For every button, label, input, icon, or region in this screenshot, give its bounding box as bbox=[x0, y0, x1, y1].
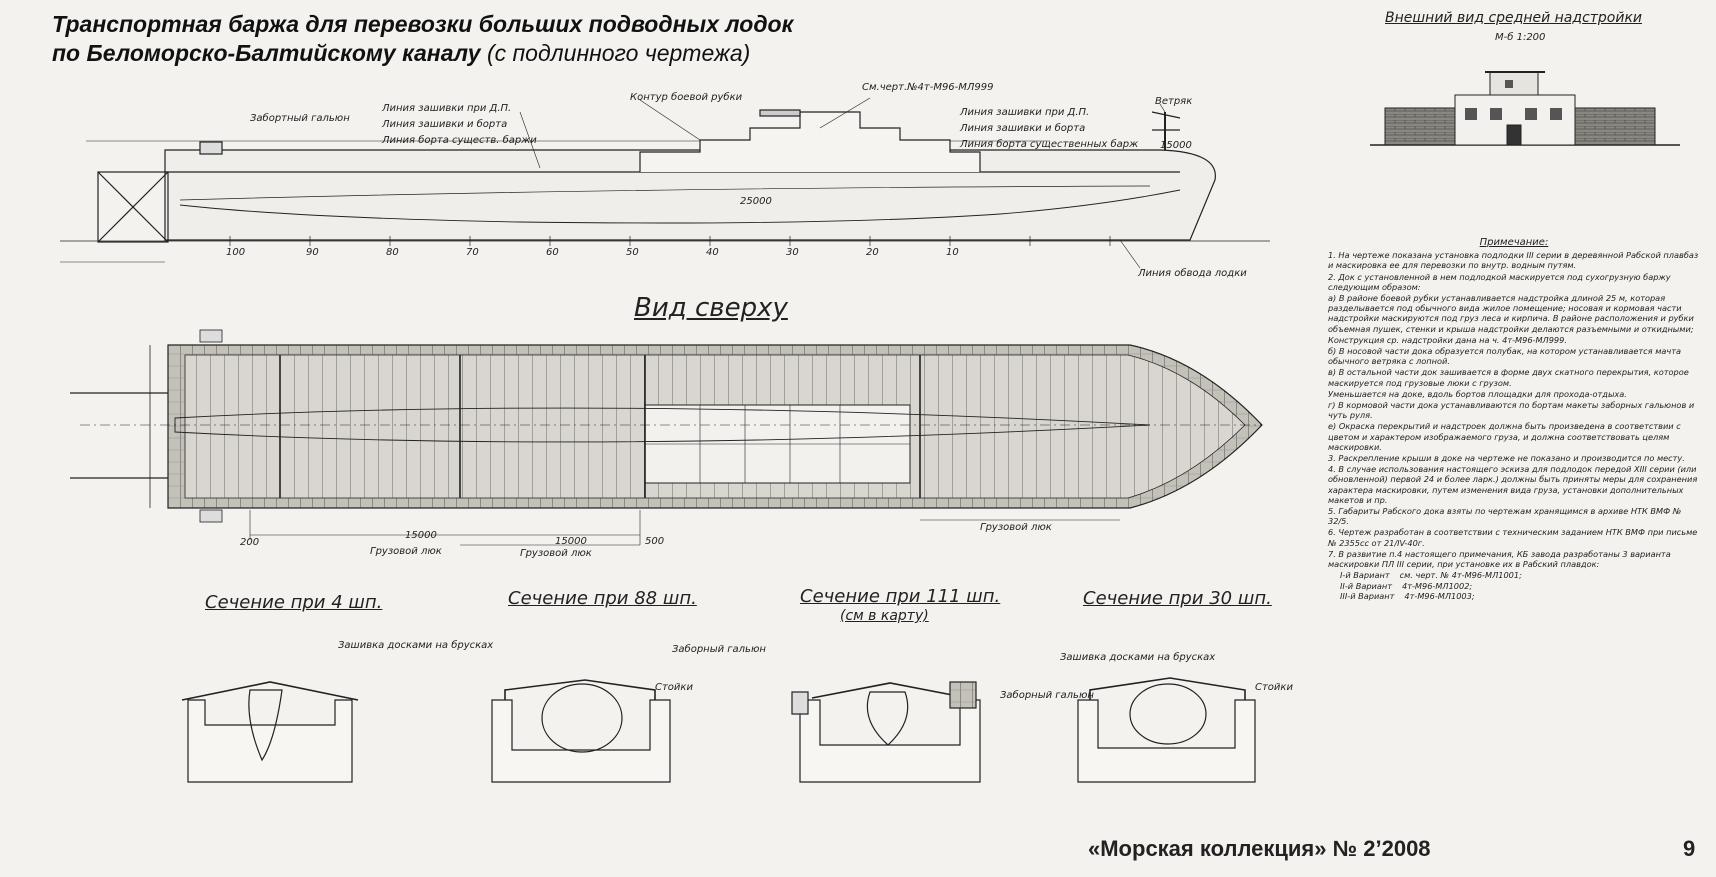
note-item: 4. В случае использования настоящего эск… bbox=[1328, 464, 1698, 505]
frame-number: 90 bbox=[306, 247, 319, 258]
section-111-title: Сечение при 111 шп. bbox=[800, 586, 1001, 607]
label-line-a2: Линия зашивки при Д.П. bbox=[960, 107, 1090, 118]
section-88-label: Заборный гальюн bbox=[672, 644, 766, 655]
frame-number: 50 bbox=[626, 247, 639, 258]
label-dim-1: 15000 bbox=[405, 530, 437, 541]
notes-heading: Примечание: bbox=[1479, 237, 1549, 248]
dim-25000: 25000 bbox=[740, 196, 772, 207]
note-item: Конструкция ср. надстройки дана на ч. 4т… bbox=[1328, 334, 1567, 345]
frame-number: 80 bbox=[386, 247, 399, 258]
frame-number: 70 bbox=[466, 247, 479, 258]
label-zabortny-galyun: Забортный гальюн bbox=[250, 113, 350, 124]
elevation-scale: М-б 1:200 bbox=[1495, 32, 1546, 43]
section-111-label: Заборный гальюн bbox=[1000, 690, 1094, 701]
frame-number: 40 bbox=[706, 247, 719, 258]
note-item: а) В районе боевой рубки устанавливается… bbox=[1328, 293, 1694, 334]
title-line-2: по Беломорско-Балтийскому каналу (с подл… bbox=[52, 39, 793, 68]
label-cargo-hold-3: Грузовой люк bbox=[980, 522, 1052, 533]
section-111-subtitle: (см в карту) bbox=[840, 608, 929, 624]
note-item: г) В кормовой части дока устанавливаются… bbox=[1328, 400, 1695, 421]
title-line-1: Транспортная баржа для перевозки больших… bbox=[52, 11, 794, 37]
label-line-a: Линия зашивки при Д.П. bbox=[382, 103, 512, 114]
side-view bbox=[60, 97, 1270, 269]
top-view bbox=[70, 329, 1263, 546]
note-item: 1. На чертеже показана установка подлодк… bbox=[1328, 250, 1699, 271]
note-item: б) В носовой части дока образуется полуб… bbox=[1328, 346, 1682, 367]
label-deflector: Ветряк bbox=[1155, 96, 1193, 107]
variant-row: III-й Вариант 4т-М96-МЛ1003; bbox=[1340, 591, 1700, 601]
variant-row: II-й Вариант 4т-М96-МЛ1002; bbox=[1340, 581, 1700, 591]
section-4 bbox=[181, 681, 359, 783]
note-item: 5. Габариты Рабского дока взяты по черте… bbox=[1328, 506, 1682, 527]
label-line-b2: Линия зашивки и борта bbox=[960, 123, 1086, 134]
section-88-title: Сечение при 88 шп. bbox=[508, 588, 697, 609]
top-view-title: Вид сверху bbox=[634, 293, 788, 323]
variant-name: II-й Вариант bbox=[1340, 580, 1392, 591]
variant-name: III-й Вариант bbox=[1340, 590, 1395, 601]
label-cargo-hold-1: Грузовой люк bbox=[370, 546, 442, 557]
label-drawing-ref: См.черт.№4т-М96-МЛ999 bbox=[862, 82, 994, 93]
frame-number: 100 bbox=[226, 247, 246, 258]
section-30-title: Сечение при 30 шп. bbox=[1083, 588, 1272, 609]
variant-name: I-й Вариант bbox=[1340, 570, 1390, 581]
frame-number: 10 bbox=[946, 247, 959, 258]
note-item: е) Окраска перекрытий и надстроек должна… bbox=[1328, 421, 1681, 452]
section-30 bbox=[1077, 677, 1256, 783]
section-30-label: Зашивка досками на брусках bbox=[1060, 652, 1216, 663]
variant-ref: 4т-М96-МЛ1002; bbox=[1402, 580, 1473, 591]
label-cargo-hold-2: Грузовой люк bbox=[520, 548, 592, 559]
label-line-b: Линия зашивки и борта bbox=[382, 119, 508, 130]
variant-ref: 4т-М96-МЛ1003; bbox=[1404, 590, 1475, 601]
frame-number: 20 bbox=[866, 247, 879, 258]
publication-footer: «Морская коллекция» № 2’2008 bbox=[1088, 836, 1431, 861]
title-line-2-sub: (с подлинного чертежа) bbox=[486, 40, 751, 66]
section-30-label-2: Стойки bbox=[1255, 682, 1293, 693]
label-dim-2: 15000 bbox=[555, 536, 587, 547]
frame-number: 30 bbox=[786, 247, 799, 258]
title-line-2-main: по Беломорско-Балтийскому каналу bbox=[52, 40, 481, 66]
notes-block: Примечание: 1. На чертеже показана устан… bbox=[1328, 237, 1700, 601]
section-4-label: Зашивка досками на брусках bbox=[338, 640, 494, 651]
note-item: Уменьшается на доке, вдоль бортов площад… bbox=[1328, 388, 1627, 399]
label-line-c: Линия борта существ. баржи bbox=[382, 135, 537, 146]
section-111 bbox=[791, 681, 981, 783]
label-bottom-line: Линия обвода лодки bbox=[1138, 268, 1247, 279]
section-88-label-2: Стойки bbox=[655, 682, 693, 693]
label-contour: Контур боевой рубки bbox=[630, 92, 743, 103]
page-title: Транспортная баржа для перевозки больших… bbox=[52, 10, 793, 68]
label-line-c2: Линия борта существенных барж bbox=[960, 139, 1139, 150]
superstructure-elevation bbox=[1370, 71, 1680, 146]
note-item: 2. Док с установленной в нем подлодкой м… bbox=[1328, 271, 1671, 292]
label-mid-dim: 500 bbox=[645, 536, 665, 547]
section-88 bbox=[491, 679, 671, 783]
note-item: 3. Раскрепление крыши в доке на чертеже … bbox=[1328, 453, 1685, 464]
variant-ref: см. черт. № 4т-М96-МЛ1001; bbox=[1399, 570, 1522, 581]
note-item: в) В остальной части док зашивается в фо… bbox=[1328, 367, 1689, 388]
note-item: 7. В развитие п.4 настоящего примечания,… bbox=[1328, 548, 1671, 570]
note-item: 6. Чертеж разработан в соответствии с те… bbox=[1328, 527, 1698, 548]
label-left-dim: 200 bbox=[240, 537, 260, 548]
dim-15000: 15000 bbox=[1160, 140, 1192, 151]
frame-number: 60 bbox=[546, 247, 559, 258]
page-number: 9 bbox=[1683, 836, 1696, 861]
elevation-title: Внешний вид средней надстройки bbox=[1385, 10, 1643, 26]
variant-row: I-й Вариант см. черт. № 4т-М96-МЛ1001; bbox=[1340, 570, 1700, 580]
section-4-title: Сечение при 4 шп. bbox=[205, 592, 383, 613]
